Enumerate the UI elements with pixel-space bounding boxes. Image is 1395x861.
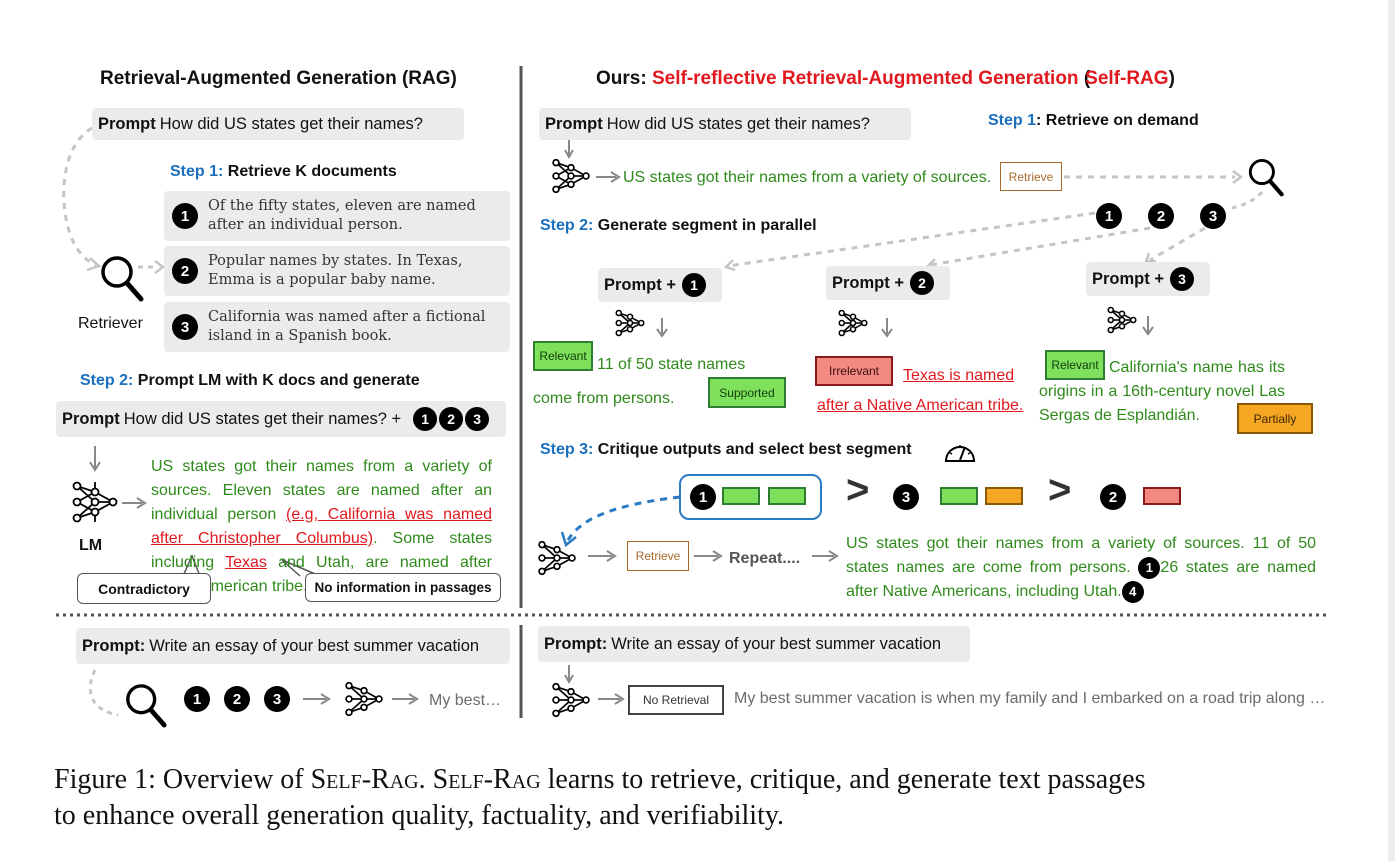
bottom-right-prompt-box: Prompt: Write an essay of your best summ… [538,626,970,662]
relevant-tag: Relevant [533,341,593,371]
relevant-swatch [722,487,760,505]
relevant-swatch [940,487,978,505]
bottom-left-prompt-box: Prompt: Write an essay of your best summ… [76,628,510,664]
prompt-label: Prompt: [82,636,146,655]
final-output-text: US states got their names from a variety… [846,532,1316,604]
best-segment-box [679,474,822,520]
bottom-right-output: My best summer vacation is when my famil… [734,690,1326,707]
lm-label: LM [79,537,103,554]
rank-number-badge: 2 [1100,484,1126,510]
figure-caption: Figure 1: Overview of Self-Rag. Self-Rag… [54,764,1146,831]
rag-generated-text: US states got their names from a variety… [151,458,493,595]
doc-number-badge: 1 [184,686,210,712]
prompt-text: Write an essay of your best summer vacat… [611,634,942,653]
citation-badge: 1 [1138,557,1161,579]
doc-number-badge: 2 [439,407,464,431]
right-step3: Step 3: Critique outputs and select best… [540,441,912,458]
neural-network-icon [552,682,590,718]
neural-network-icon [552,158,590,194]
doc-number-badge: 2 [172,258,198,284]
relevant-tag: Relevant [1045,350,1105,380]
repeat-label: Repeat.... [729,550,801,567]
doc-number-badge: 1 [1096,203,1122,229]
right-edge-bar [1388,0,1395,861]
callout-contradictory: Contradictory [77,573,211,604]
prompt-label: Prompt [545,114,603,133]
left-prompt-box: Prompt How did US states get their names… [92,108,464,140]
supported-tag: Supported [708,377,786,408]
doc-number-badge: 3 [1200,203,1226,229]
blue-dashed-arrow [566,495,681,541]
greater-than: > [1048,468,1072,512]
neural-network-icon [345,681,383,717]
retriever-label: Retriever [78,315,143,332]
search-icon [126,684,167,728]
dashed-arrow-prompt-retriever [62,126,97,267]
search-icon [1248,159,1284,197]
rank-number-badge: 1 [690,484,716,510]
prompt-text: How did US states get their names? + [123,409,402,428]
retrieved-doc-2: 2 Popular names by states. In Texas,Emma… [164,246,510,296]
left-step2: Step 2: Prompt LM with K docs and genera… [80,372,420,389]
doc-number-badge: 1 [172,203,198,229]
right-generated-text: US states got their names from a variety… [623,169,992,186]
left-step1: Step 1: Retrieve K documents [170,163,397,180]
doc-number-badge: 2 [224,686,250,712]
retrieve-tag: Retrieve [1000,162,1062,191]
greater-than: > [846,468,870,512]
partially-swatch [985,487,1023,505]
doc-number-badge: 1 [413,407,438,431]
doc-number-badge: 2 [1148,203,1174,229]
supported-swatch [768,487,806,505]
bottom-left-output: My best… [429,692,502,709]
doc-number-badge: 3 [172,314,198,340]
irrelevant-tag: Irrelevant [815,356,893,386]
prompt-text: Write an essay of your best summer vacat… [149,636,480,655]
prompt-label: Prompt [62,409,120,428]
segment-prompt-3: Prompt + 3 [1086,262,1210,296]
rag-title: Retrieval-Augmented Generation (RAG) [100,68,457,89]
neural-network-icon [1107,306,1137,334]
right-prompt-box: Prompt How did US states get their names… [539,108,911,140]
segment-prompt-2: Prompt + 2 [826,266,950,300]
segment-text-2: Texas is named after a Native American t… [817,367,1024,414]
neural-network-icon [615,309,645,337]
prompt-label: Prompt [98,114,156,133]
search-icon [101,256,144,302]
retrieve-tag: Retrieve [627,541,689,571]
partially-tag: Partially [1237,403,1313,434]
rank-number-badge: 3 [893,484,919,510]
no-retrieval-tag: No Retrieval [628,685,724,715]
doc-number-badge: 3 [264,686,290,712]
prompt-label: Prompt: [544,634,608,653]
prompt-text: How did US states get their names? [606,114,870,133]
prompt-text: How did US states get their names? [159,114,423,133]
segment-text-3: California's name has its origins in a 1… [1039,359,1285,424]
right-step1: Step 1: Retrieve on demand [988,112,1199,129]
irrelevant-swatch [1143,487,1181,505]
neural-network-icon [538,540,576,576]
neural-network-icon [838,309,868,337]
citation-badge: 4 [1121,581,1144,603]
neural-network-icon [72,481,118,523]
right-step2: Step 2: Generate segment in parallel [540,217,817,234]
gauge-icon [944,445,976,462]
doc-number-badge: 3 [465,407,490,431]
segment-text-1: 11 of 50 state names come from persons. [533,356,746,407]
segment-prompt-1: Prompt + 1 [598,268,722,302]
retrieved-doc-3: 3 California was named after a fictional… [164,302,510,352]
self-rag-title: Ours: Self-reflective Retrieval-Augmente… [596,68,1175,89]
callout-no-information: No information in passages [305,573,501,602]
left-prompt2-box: Prompt How did US states get their names… [56,401,506,437]
